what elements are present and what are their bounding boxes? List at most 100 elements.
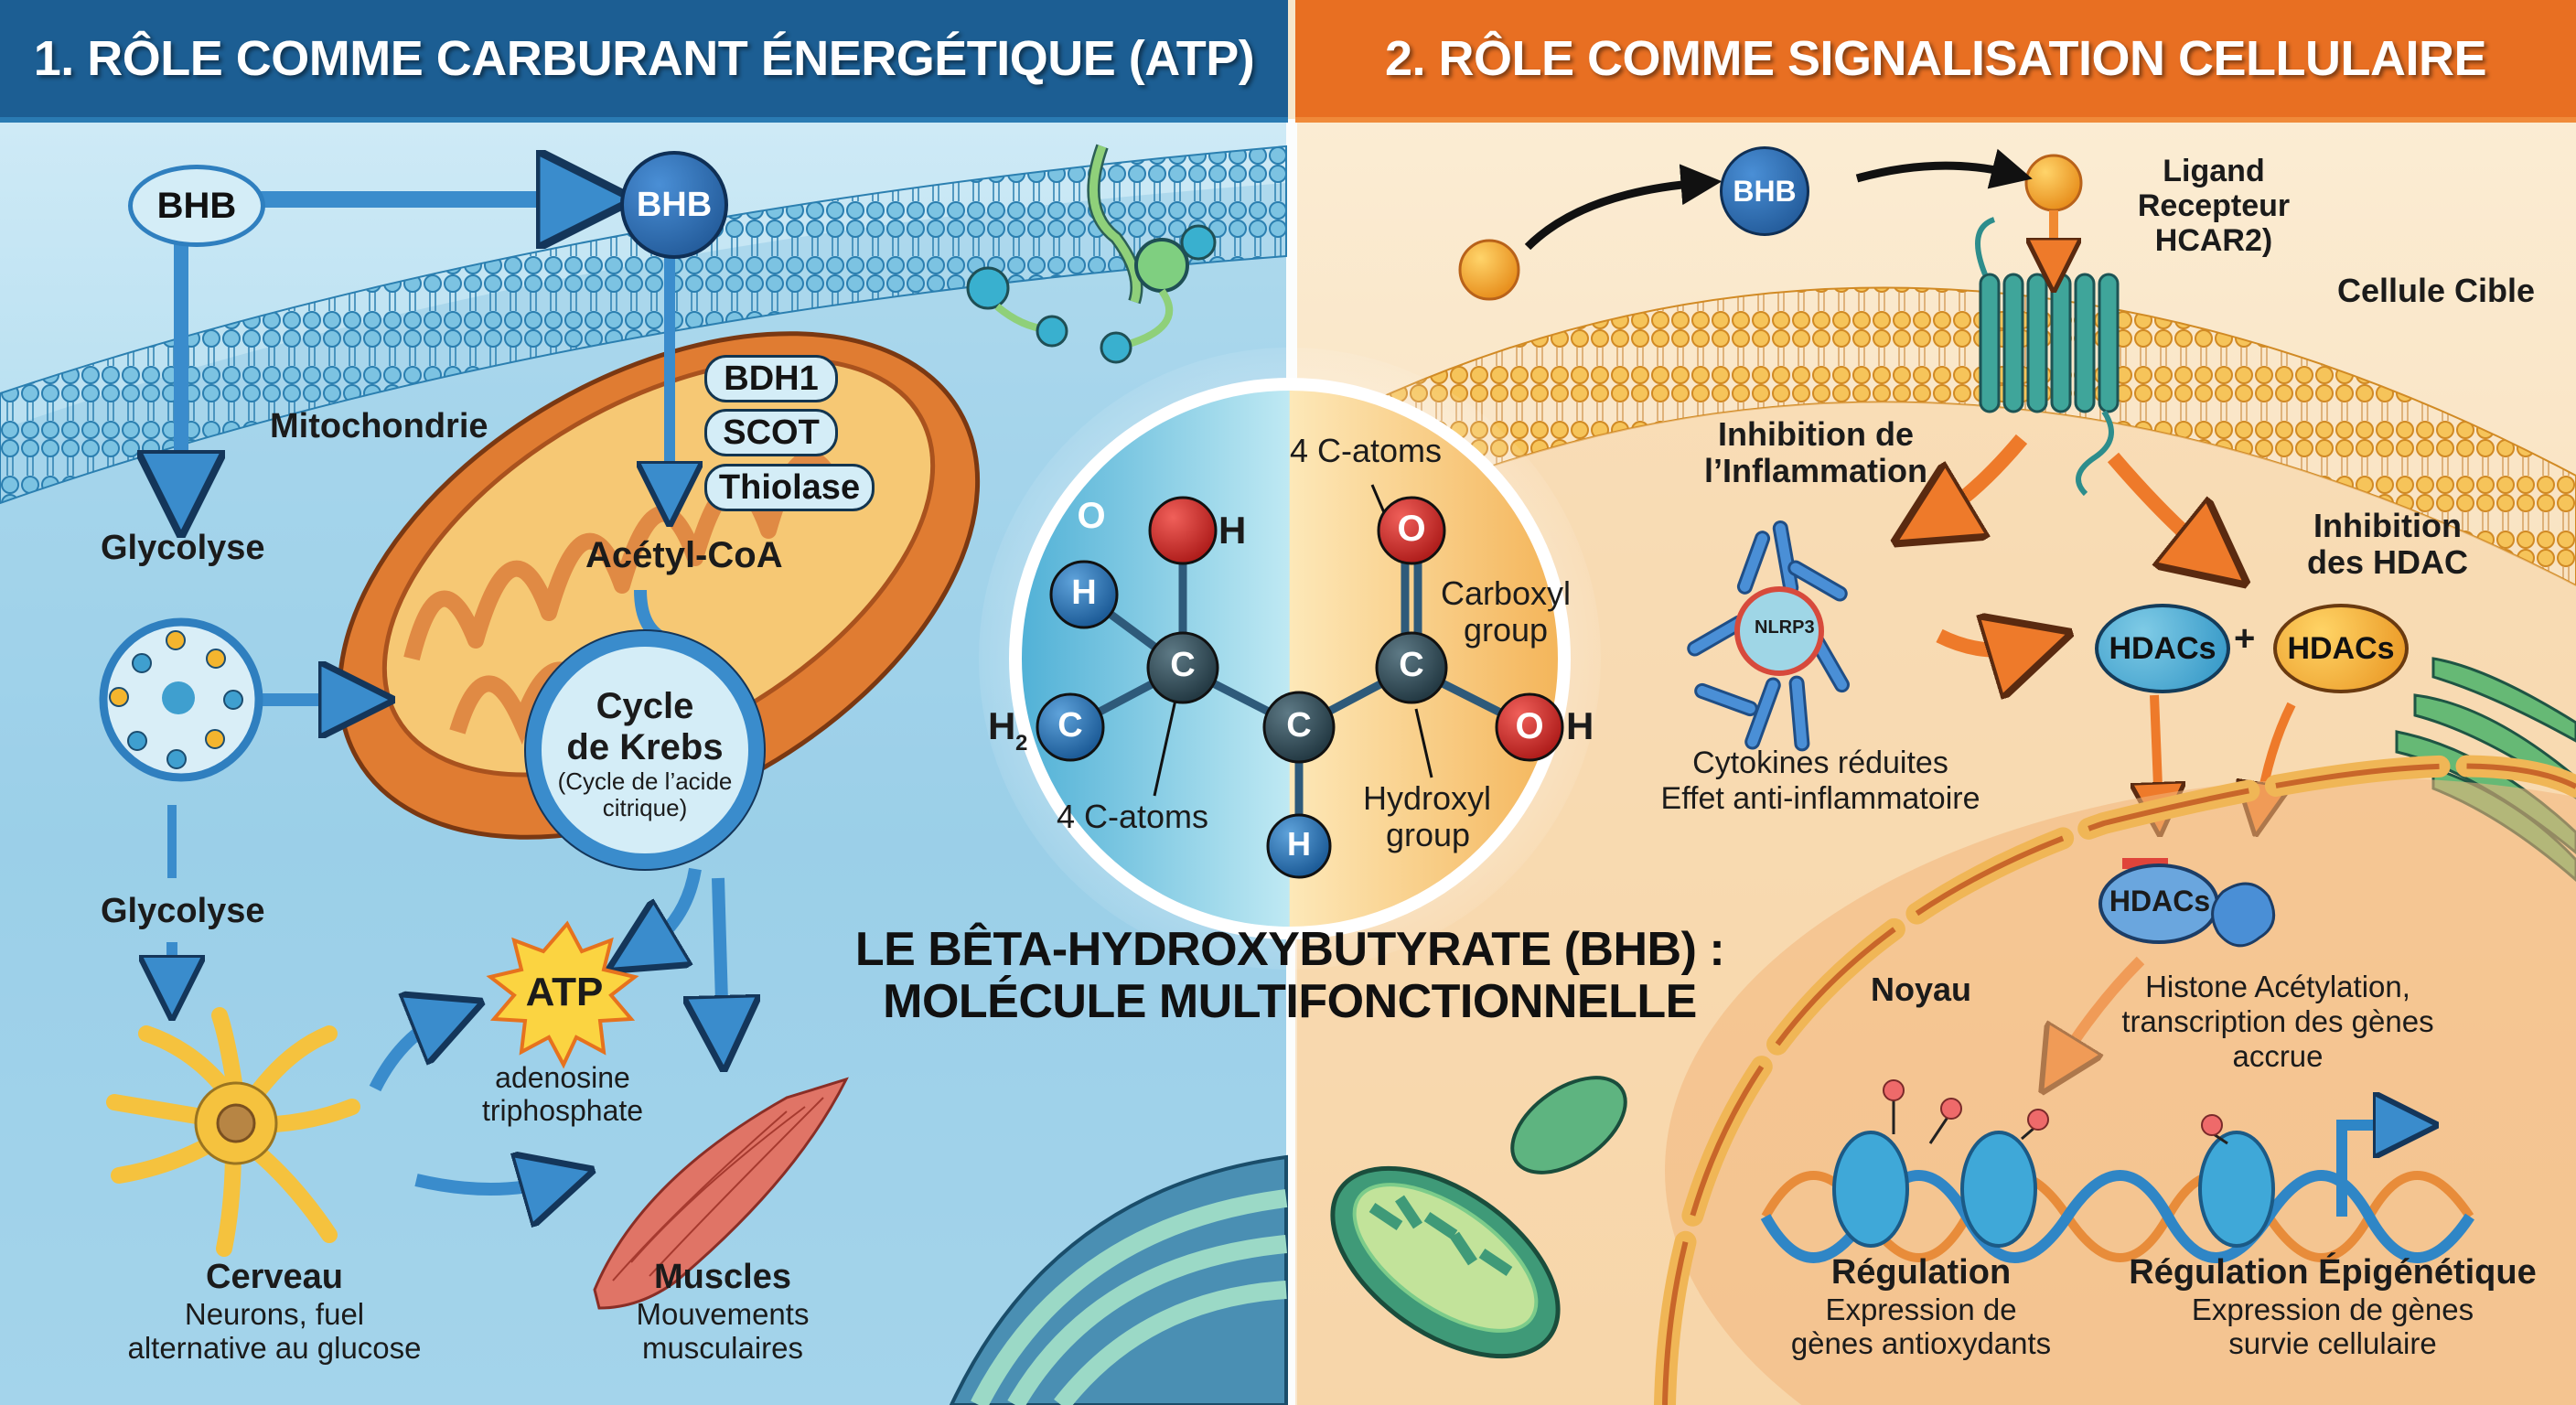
regulation-desc-1: Expression de bbox=[1825, 1292, 2017, 1326]
receptor-label-2: Recepteur bbox=[2137, 188, 2291, 224]
bhb-entry-label: BHB bbox=[636, 185, 713, 224]
epigenetic-title: Régulation Épigénétique bbox=[2129, 1253, 2537, 1292]
hdacs-nucleus-label: HDACs bbox=[2109, 885, 2211, 917]
glycolyse-label-bottom: Glycolyse bbox=[101, 892, 265, 930]
atom-h2-subscript: 2 bbox=[1015, 731, 1028, 756]
brain-desc-1: Neurons, fuel bbox=[184, 1296, 365, 1331]
atom-h-1: H bbox=[1071, 574, 1097, 612]
section-header-energy: 1. RÔLE COMME CARBURANT ÉNERGÉTIQUE (ATP… bbox=[0, 0, 1288, 123]
hdac-inhibition-2: des HDAC bbox=[2306, 543, 2469, 582]
epigenetic-desc-1: Expression de gènes bbox=[2191, 1292, 2474, 1326]
glycolyse-label-top: Glycolyse bbox=[101, 529, 265, 567]
brain-caption: Cerveau Neurons, fuel alternative au glu… bbox=[91, 1258, 457, 1366]
label-carboxyl-2: group bbox=[1464, 611, 1549, 649]
inflammation-inhibition-label: Inhibition de l’Inflammation bbox=[1688, 415, 1944, 490]
muscle-desc-1: Mouvements bbox=[636, 1296, 810, 1331]
epigenetic-desc-2: survie cellulaire bbox=[2228, 1326, 2437, 1361]
acetylation-line-3: accrue bbox=[2232, 1038, 2324, 1073]
krebs-cycle-label: Cycle de Krebs (Cycle de l’acide citriqu… bbox=[553, 686, 736, 822]
cytokines-label: Cytokines réduites Effet anti-inflammato… bbox=[1628, 745, 2012, 817]
atom-o-3: O bbox=[1515, 706, 1544, 746]
enzyme-thiolase: Thiolase bbox=[704, 464, 875, 511]
brain-title: Cerveau bbox=[206, 1258, 343, 1296]
inflammation-label-1: Inhibition de bbox=[1718, 415, 1914, 453]
nucleus-label: Noyau bbox=[1871, 971, 1972, 1008]
krebs-title-2: de Krebs bbox=[566, 726, 724, 767]
section-title-energy: 1. RÔLE COMME CARBURANT ÉNERGÉTIQUE (ATP… bbox=[33, 31, 1255, 86]
atp-desc-2: triphosphate bbox=[481, 1094, 644, 1127]
atp-label: ATP bbox=[525, 970, 604, 1014]
main-title-line-1: LE BÊTA-HYDROXYBUTYRATE (BHB) : bbox=[854, 923, 1725, 976]
nlrp3-inflammasome-icon bbox=[1687, 520, 1850, 752]
acetylation-label: Histone Acétylation, transcription des g… bbox=[2095, 970, 2461, 1074]
krebs-subtitle-1: (Cycle de l’acide bbox=[557, 767, 733, 795]
hdacs-orange-node: HDACs bbox=[2273, 604, 2409, 693]
atom-o-1-h: H bbox=[1218, 509, 1247, 552]
regulation-desc-2: gènes antioxydants bbox=[1790, 1326, 2052, 1361]
atp-starburst-icon bbox=[486, 920, 639, 1069]
atom-c-4: C bbox=[1399, 646, 1424, 684]
brain-desc-2: alternative au glucose bbox=[127, 1331, 422, 1366]
epigenetic-caption: Régulation Épigénétique Expression de gè… bbox=[2122, 1253, 2543, 1361]
hdacs-orange-label: HDACs bbox=[2287, 630, 2395, 666]
label-hydroxyl-2: group bbox=[1386, 816, 1471, 853]
mitochondrion-green bbox=[1330, 1165, 1561, 1359]
muscle-desc-2: musculaires bbox=[641, 1331, 804, 1366]
glycolysis-vesicle-icon bbox=[99, 617, 263, 782]
regulation-caption: Régulation Expression de gènes antioxyda… bbox=[1766, 1253, 2077, 1361]
hdac-inhibition-label: Inhibition des HDAC bbox=[2305, 507, 2470, 582]
acetylation-line-1: Histone Acétylation, bbox=[2145, 970, 2410, 1003]
mitochondria-label: Mitochondrie bbox=[270, 407, 488, 445]
label-carboxyl-1: Carboxyl bbox=[1441, 574, 1572, 612]
label-c-atoms-top: 4 C-atoms bbox=[1290, 432, 1443, 469]
enzyme-bdh1: BDH1 bbox=[704, 355, 838, 402]
atom-c-1: C bbox=[1170, 646, 1196, 684]
hdacs-blue-node: HDACs bbox=[2095, 604, 2230, 693]
bhb-signal-label: BHB bbox=[1733, 174, 1797, 208]
nlrp3-label: NLRP3 bbox=[1755, 617, 1815, 638]
hdac-inhibition-1: Inhibition bbox=[2313, 507, 2462, 544]
dna-helix-icon bbox=[1760, 1079, 2474, 1263]
atom-h2-prefix: H bbox=[988, 704, 1016, 747]
enzyme-scot: SCOT bbox=[704, 409, 838, 456]
krebs-subtitle-2: citrique) bbox=[602, 794, 688, 822]
acetylation-line-2: transcription des gènes bbox=[2121, 1003, 2434, 1038]
regulation-title: Régulation bbox=[1830, 1253, 2012, 1292]
receptor-label-1: Ligand bbox=[2163, 154, 2265, 188]
bhb-source-label: BHB bbox=[156, 185, 237, 226]
main-title-line-2: MOLÉCULE MULTIFONCTIONNELLE bbox=[883, 975, 1697, 1029]
cytokines-line-1: Cytokines réduites bbox=[1692, 745, 1948, 780]
bhb-signal-node: BHB bbox=[1720, 146, 1809, 236]
hdacs-blue-label: HDACs bbox=[2109, 630, 2216, 666]
target-cell-label: Cellule Cible bbox=[2337, 272, 2536, 309]
krebs-title-1: Cycle bbox=[596, 686, 694, 726]
plus-sign: + bbox=[2234, 618, 2256, 659]
cytokines-line-2: Effet anti-inflammatoire bbox=[1660, 781, 1980, 817]
label-c-atoms-bottom: 4 C-atoms bbox=[1057, 798, 1209, 835]
main-title: LE BÊTA-HYDROXYBUTYRATE (BHB) : MOLÉCULE… bbox=[851, 923, 1729, 1029]
bhb-source-node: BHB bbox=[128, 165, 265, 247]
muscle-title: Muscles bbox=[654, 1258, 791, 1296]
endoplasmic-reticulum-blue bbox=[949, 1154, 1288, 1405]
atom-o-3-h: H bbox=[1566, 704, 1594, 747]
atom-o-1: O bbox=[1077, 496, 1106, 536]
neuron-icon bbox=[106, 1007, 360, 1257]
atom-h-2: H bbox=[1287, 825, 1311, 863]
cell-membrane-left bbox=[0, 145, 1287, 505]
section-title-signaling: 2. RÔLE COMME SIGNALISATION CELLULAIRE bbox=[1384, 31, 2487, 86]
bacterium-icon bbox=[1510, 1076, 1627, 1174]
atp-desc-1: adenosine bbox=[495, 1061, 630, 1094]
section-header-signaling: 2. RÔLE COMME SIGNALISATION CELLULAIRE bbox=[1295, 0, 2576, 123]
atom-c-3: C bbox=[1286, 706, 1312, 745]
hcar2-receptor-icon bbox=[1975, 217, 2120, 497]
atom-c-2: C bbox=[1057, 706, 1083, 745]
receptor-label-3: HCAR2) bbox=[2154, 223, 2273, 259]
muscle-icon bbox=[593, 1077, 849, 1310]
inflammation-label-2: l’Inflammation bbox=[1703, 452, 1928, 490]
receptor-label: Ligand Recepteur HCAR2) bbox=[2131, 154, 2296, 258]
label-hydroxyl-1: Hydroxyl bbox=[1363, 779, 1492, 817]
acetyl-coa-label: Acétyl-CoA bbox=[585, 535, 783, 575]
muscle-caption: Muscles Mouvements musculaires bbox=[604, 1258, 842, 1366]
atom-o-2: O bbox=[1397, 509, 1426, 549]
